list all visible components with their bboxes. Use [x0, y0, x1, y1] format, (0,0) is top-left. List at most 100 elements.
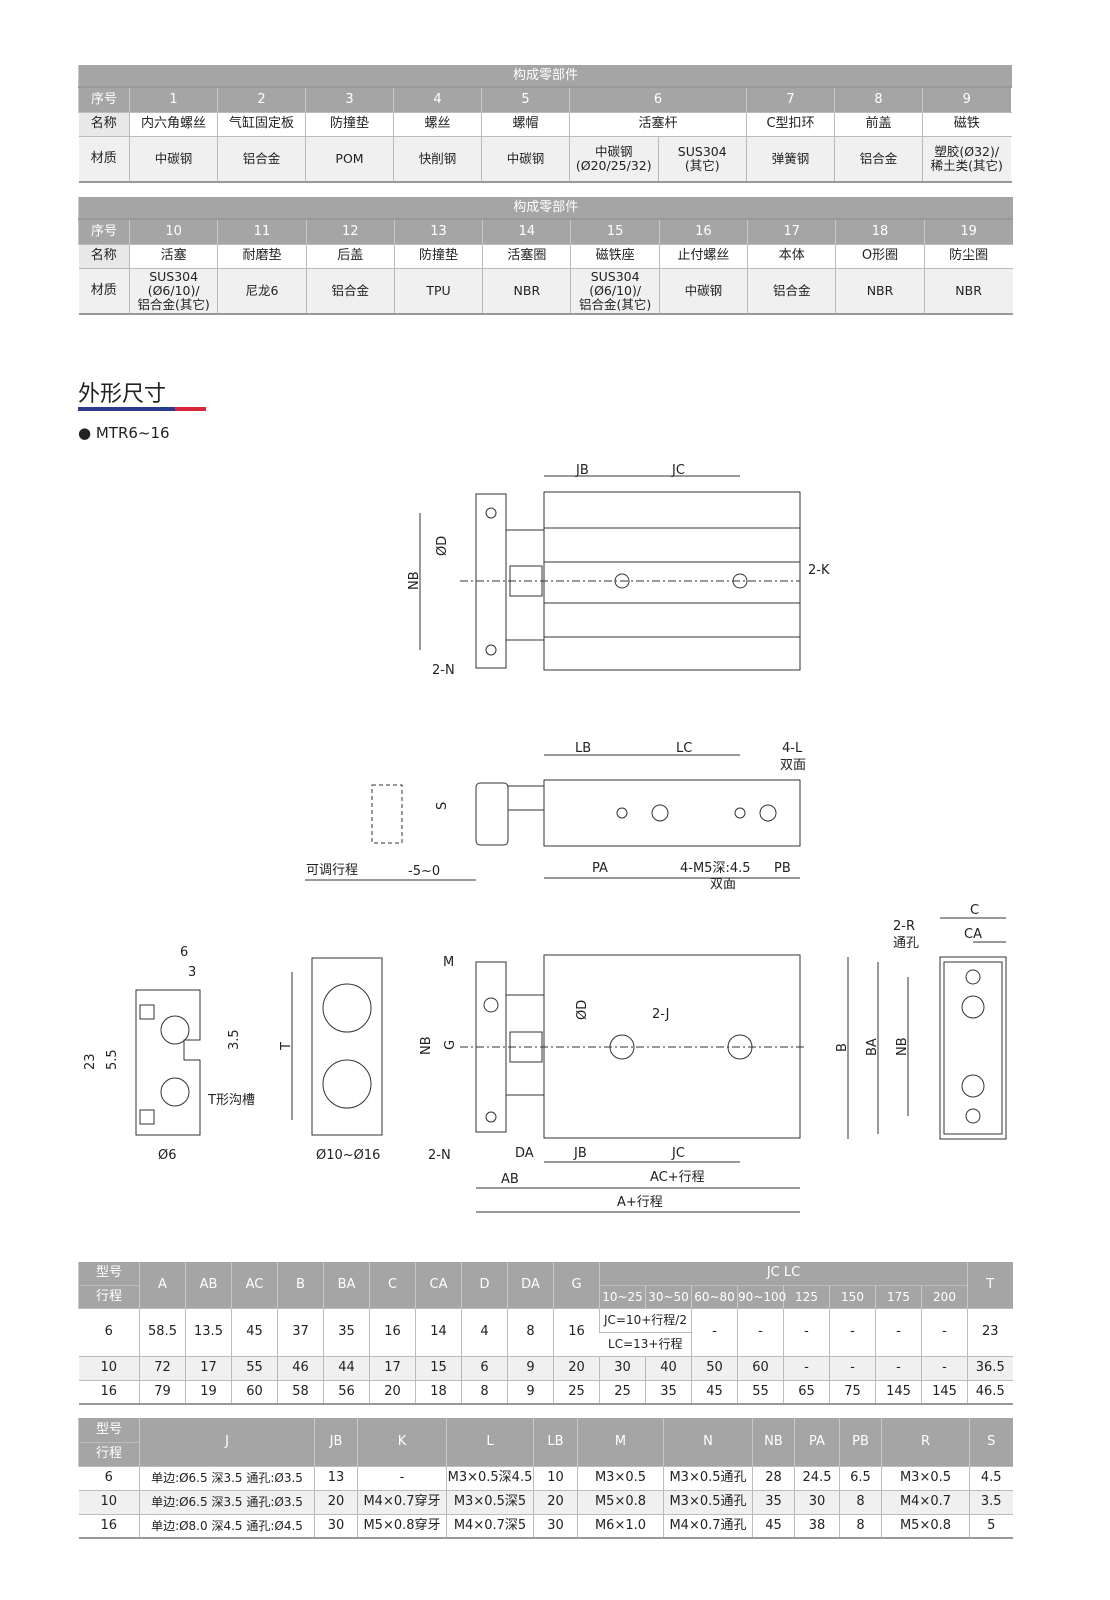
- col-header: L: [446, 1418, 534, 1466]
- table-cell: 13.5: [185, 1308, 232, 1356]
- part-number: 19: [923, 219, 1013, 244]
- table-cell: -: [829, 1308, 876, 1356]
- col-header-stroke: 90~100: [737, 1285, 786, 1308]
- part-number: 5: [481, 87, 570, 112]
- table-cell: 单边:Ø6.5 深3.5 通孔:Ø3.5: [139, 1466, 315, 1490]
- table-cell: 25: [553, 1380, 600, 1404]
- table-cell: 20: [533, 1490, 578, 1514]
- part-name: 防尘圈: [923, 244, 1013, 268]
- part-number: 6: [569, 87, 747, 112]
- table-cell: -: [737, 1308, 784, 1356]
- table-cell: 28: [752, 1466, 795, 1490]
- table-cell: 4: [461, 1308, 508, 1356]
- part-number: 15: [570, 219, 660, 244]
- part-name: 磁铁座: [570, 244, 660, 268]
- dim-label: NB: [407, 571, 422, 590]
- part-material: NBR: [482, 268, 571, 314]
- dim-label: 双面: [710, 877, 736, 892]
- table-cell: M3×0.5通孔: [663, 1490, 753, 1514]
- dim-label: JC: [671, 1146, 685, 1161]
- table-cell: 9: [507, 1356, 554, 1380]
- part-number: 7: [746, 87, 835, 112]
- table-cell: 8: [839, 1514, 882, 1538]
- table-cell: -: [783, 1308, 830, 1356]
- table-cell: M4×0.7通孔: [663, 1514, 753, 1538]
- dim-label: B: [835, 1043, 850, 1052]
- header-model: 型号: [78, 1418, 140, 1442]
- table-cell: 72: [139, 1356, 186, 1380]
- part-number: 12: [305, 219, 395, 244]
- col-header: LB: [533, 1418, 578, 1466]
- part-name: 活塞杆: [569, 112, 747, 136]
- part-name: 内六角螺丝: [129, 112, 218, 136]
- parts-title: 构成零部件: [78, 65, 1012, 87]
- dim-label: 2-N: [432, 663, 455, 678]
- table-cell: 58.5: [139, 1308, 186, 1356]
- table-cell: 17: [369, 1356, 416, 1380]
- model-cell: 16: [100, 1517, 118, 1533]
- col-header: G: [553, 1262, 600, 1308]
- table-cell: 18: [415, 1380, 462, 1404]
- col-header: BA: [323, 1262, 370, 1308]
- part-name: 活塞圈: [482, 244, 571, 268]
- table-cell: 20: [553, 1356, 600, 1380]
- table-cell: M4×0.7穿牙: [357, 1490, 447, 1514]
- part-material: 铝合金: [834, 136, 923, 182]
- col-header-stroke: 200: [921, 1285, 968, 1308]
- part-number: 8: [834, 87, 923, 112]
- part-number: 11: [217, 219, 307, 244]
- table-cell: 58: [277, 1380, 324, 1404]
- dim-label: S: [435, 802, 450, 810]
- table-cell: 14: [415, 1308, 462, 1356]
- part-material: 弹簧钢: [746, 136, 835, 182]
- col-header-stroke: 175: [875, 1285, 922, 1308]
- row-label: 序号: [78, 219, 130, 244]
- table-cell: -: [875, 1356, 922, 1380]
- table-cell: M3×0.5深5: [446, 1490, 534, 1514]
- dim-label: JB: [575, 463, 589, 478]
- dim-label: 可调行程: [306, 863, 358, 878]
- dim-label: T: [279, 1042, 294, 1051]
- dim-label: AC+行程: [650, 1170, 705, 1185]
- dim-label: 3.5: [227, 1029, 242, 1050]
- table-cell: 4.5: [969, 1466, 1013, 1490]
- table-cell: 24.5: [794, 1466, 840, 1490]
- col-header: AB: [185, 1262, 232, 1308]
- table-cell: 145: [875, 1380, 922, 1404]
- row-label: 名称: [78, 112, 130, 136]
- row-label: 名称: [78, 244, 130, 268]
- end-view: C CA 2-R 通孔 B BA NB: [835, 903, 1007, 1140]
- col-header: AC: [231, 1262, 278, 1308]
- table-cell: -: [875, 1308, 922, 1356]
- model-cell: 6: [104, 1470, 113, 1485]
- dim-label: JB: [573, 1146, 587, 1161]
- col-header: PB: [839, 1418, 882, 1466]
- table-cell: 35: [752, 1490, 795, 1514]
- header-model: 型号: [78, 1262, 140, 1285]
- table-cell: 单边:Ø6.5 深3.5 通孔:Ø3.5: [139, 1490, 315, 1514]
- table-cell: 30: [533, 1514, 578, 1538]
- table-cell: 40: [645, 1356, 692, 1380]
- header-stroke: 行程: [78, 1285, 140, 1308]
- part-number: 18: [835, 219, 925, 244]
- part-number: 14: [482, 219, 571, 244]
- table-cell: 8: [507, 1308, 554, 1356]
- model-name: MTR6~16: [95, 424, 170, 442]
- part-number: 13: [393, 219, 483, 244]
- side-view: LB LC 4-L 双面 S 可调行程 -5~0 PA 4-M5深:4.5 双面…: [305, 741, 806, 892]
- dim-label: 4-L: [782, 741, 803, 756]
- table-cell: 30: [314, 1514, 358, 1538]
- part-number: 16: [658, 219, 748, 244]
- table-cell: 30: [599, 1356, 646, 1380]
- table-cell: 55: [737, 1380, 784, 1404]
- dim-label: G: [443, 1040, 458, 1050]
- part-number: 10: [128, 219, 218, 244]
- dim-label: JC: [671, 463, 685, 478]
